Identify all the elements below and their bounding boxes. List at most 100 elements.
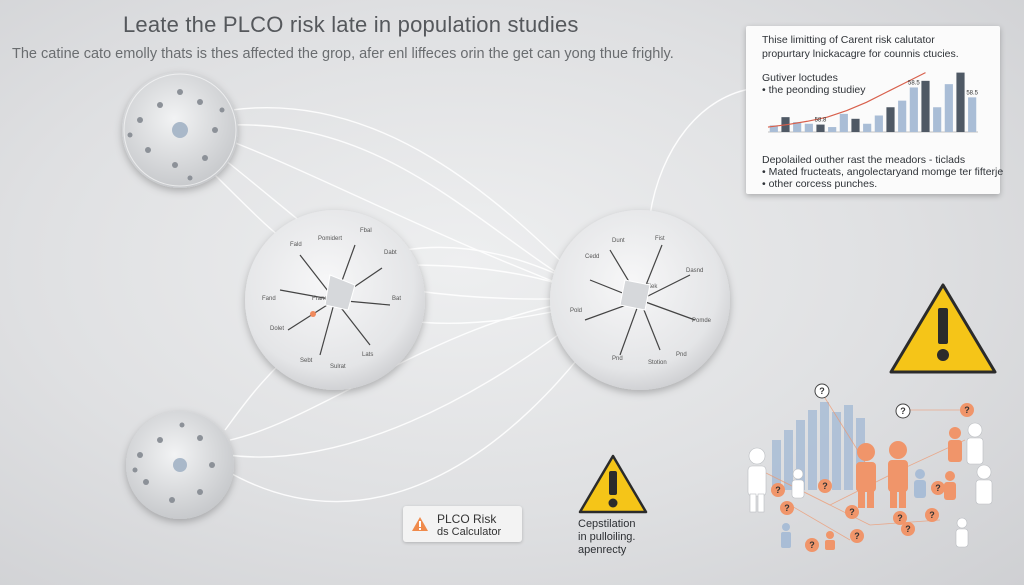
person-icon bbox=[781, 523, 791, 548]
person-icon bbox=[948, 427, 962, 462]
caption-line-3: apenrecty bbox=[578, 544, 627, 556]
person-icon bbox=[825, 531, 835, 550]
chart-bar bbox=[898, 100, 907, 132]
person-icon bbox=[975, 464, 993, 505]
chart-bar bbox=[839, 113, 848, 132]
svg-text:Pnd: Pnd bbox=[676, 352, 687, 358]
question-icon: ? bbox=[771, 483, 785, 497]
question-mark-icons: ? ? ? ? ? ? ? ? ? ? ? ? ? bbox=[771, 383, 974, 552]
person-icon bbox=[914, 469, 926, 498]
panel-heading-2: propurtary lnickacagre for counnis ctuci… bbox=[762, 48, 959, 60]
warning-icon bbox=[412, 517, 428, 531]
svg-text:Dasnd: Dasnd bbox=[686, 268, 703, 274]
svg-text:?: ? bbox=[854, 531, 860, 541]
person-icon bbox=[747, 447, 767, 513]
mini-bar-chart: 58.8 58.5 58.5 bbox=[767, 72, 979, 133]
panel-heading-1: Thise limitting of Carent risk calutator bbox=[762, 34, 935, 46]
chart-data-label: 58.5 bbox=[966, 90, 978, 96]
svg-text:Bat: Bat bbox=[392, 296, 401, 302]
panel-footer-1: Depolailed outher rast the meadors - tic… bbox=[762, 154, 966, 166]
svg-text:Dunt: Dunt bbox=[612, 238, 625, 244]
svg-text:?: ? bbox=[822, 481, 828, 491]
person-icon bbox=[856, 443, 876, 508]
svg-text:?: ? bbox=[809, 540, 815, 550]
panel-chart-title: Gutiver loctudes bbox=[762, 72, 838, 84]
panel-footer-3: • other corcess punches. bbox=[762, 178, 878, 190]
svg-text:Flek: Flek bbox=[646, 284, 658, 290]
svg-text:?: ? bbox=[905, 524, 911, 534]
chart-bar bbox=[874, 115, 883, 132]
question-icon: ? bbox=[780, 501, 794, 515]
svg-text:?: ? bbox=[900, 406, 906, 416]
chart-bar bbox=[921, 80, 930, 132]
svg-text:Cedd: Cedd bbox=[585, 254, 599, 260]
node-icons-bottom-left bbox=[132, 422, 215, 503]
page-subtitle: The catine cato emolly thats is thes aff… bbox=[12, 46, 674, 62]
svg-text:?: ? bbox=[897, 513, 903, 523]
badge-label-2: ds Calculator bbox=[437, 526, 502, 538]
caption-line-1: Cepstilation bbox=[578, 518, 636, 530]
svg-text:Pomidert: Pomidert bbox=[318, 236, 342, 242]
svg-text:?: ? bbox=[775, 485, 781, 495]
person-icon bbox=[955, 517, 969, 548]
question-icon: ? bbox=[818, 479, 832, 493]
svg-text:Pomde: Pomde bbox=[692, 318, 712, 324]
question-icon: ? bbox=[814, 383, 830, 399]
plco-calculator-badge[interactable]: PLCO Risk ds Calculator bbox=[403, 506, 522, 542]
badge-label-1: PLCO Risk bbox=[437, 512, 497, 526]
chart-bar bbox=[828, 127, 837, 132]
connection-lines bbox=[209, 87, 757, 503]
svg-text:Fbal: Fbal bbox=[360, 228, 372, 234]
panel-chart-bullet: • the peonding studiey bbox=[762, 84, 866, 96]
person-icon bbox=[791, 468, 805, 499]
question-icon: ? bbox=[960, 403, 974, 417]
hub-right-center-shape bbox=[619, 279, 651, 311]
svg-text:Fist: Fist bbox=[655, 236, 665, 242]
chart-bar bbox=[944, 84, 953, 132]
svg-text:?: ? bbox=[964, 405, 970, 415]
page-title: Leate the PLCO risk late in population s… bbox=[123, 12, 579, 37]
chart-data-label: 58.8 bbox=[815, 118, 827, 124]
svg-text:?: ? bbox=[929, 510, 935, 520]
svg-text:?: ? bbox=[784, 503, 790, 513]
chart-bar bbox=[886, 107, 895, 132]
population-bars bbox=[772, 402, 865, 490]
svg-text:?: ? bbox=[849, 507, 855, 517]
question-icon: ? bbox=[931, 481, 945, 495]
chart-bar bbox=[863, 123, 872, 132]
chart-bar bbox=[816, 124, 825, 132]
question-icon: ? bbox=[925, 508, 939, 522]
node-icons-top-left bbox=[127, 89, 225, 181]
chart-trend-line bbox=[767, 72, 926, 128]
question-icon: ? bbox=[850, 529, 864, 543]
chart-bar bbox=[804, 123, 813, 132]
chart-data-label: 58.5 bbox=[908, 80, 920, 86]
question-icon: ? bbox=[901, 522, 915, 536]
warning-caption: Cepstilation in pulloiling. apenrecty bbox=[578, 518, 635, 557]
svg-text:Stotion: Stotion bbox=[648, 360, 667, 366]
svg-text:Lats: Lats bbox=[362, 352, 373, 358]
chart-bar bbox=[968, 97, 977, 132]
svg-text:?: ? bbox=[819, 386, 825, 396]
population-people bbox=[747, 422, 993, 550]
warning-icon-small bbox=[578, 454, 648, 514]
svg-text:Fand: Fand bbox=[262, 296, 276, 302]
svg-text:Frandet: Frandet bbox=[312, 296, 333, 302]
person-icon bbox=[888, 441, 908, 508]
person-icon bbox=[966, 422, 984, 465]
chart-bar bbox=[769, 125, 778, 132]
svg-text:Fald: Fald bbox=[290, 242, 302, 248]
chart-bar bbox=[793, 122, 802, 132]
question-icon: ? bbox=[893, 511, 907, 525]
svg-text:Dolet: Dolet bbox=[270, 326, 284, 332]
chart-bar bbox=[956, 72, 965, 132]
panel-footer-2: • Mated fructeats, angolectaryand momge … bbox=[762, 166, 1004, 178]
svg-text:Dabt: Dabt bbox=[384, 250, 397, 256]
chart-bar bbox=[933, 107, 942, 132]
svg-text:Pnd: Pnd bbox=[612, 356, 623, 362]
chart-bar bbox=[851, 118, 860, 132]
svg-text:Sulrat: Sulrat bbox=[330, 364, 346, 370]
